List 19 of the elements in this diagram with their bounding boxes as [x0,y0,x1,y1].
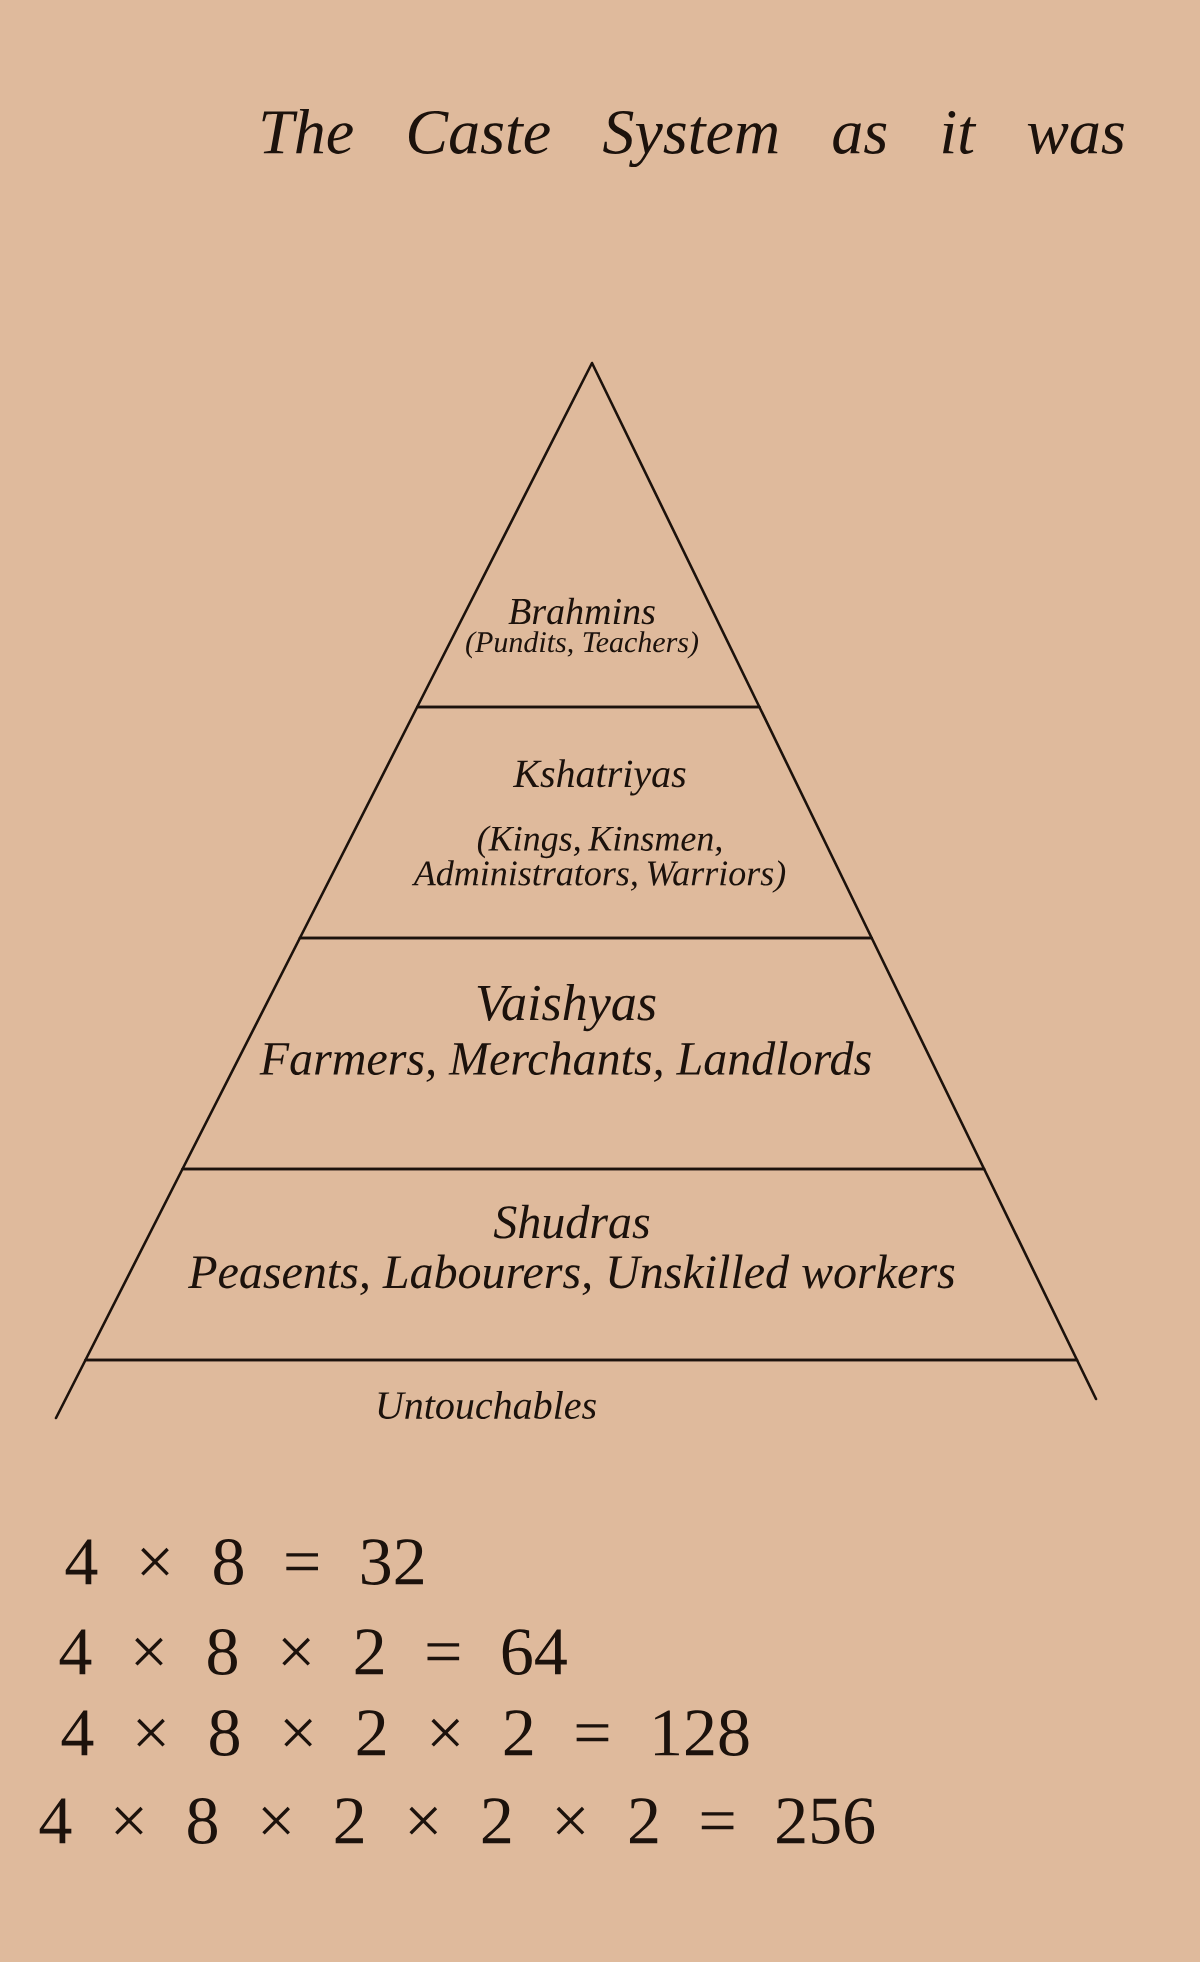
caste-name: Untouchables [378,1390,596,1420]
occupations-text: Farmers, Merchants, Landlords [259,1041,871,1082]
occupations-text: (Pundits, Teachers) [466,631,699,659]
pyramid-band [54,1358,1098,1420]
pyramid-band [181,936,986,1171]
caste-name: Shudras [493,1204,650,1239]
pyramid-band [298,705,873,940]
caste-name: Vaishyas [477,984,656,1032]
occupations-text: (Kings, Kinsmen, Administrators, Warriors) [411,825,786,893]
caste-name: Kshatriyas [512,759,686,796]
pyramid-band [415,361,761,709]
pyramid-band [84,1167,1079,1362]
equation: 4 × 8 × 2 × 2 = 128 [61,1710,749,1756]
equation: 4 × 8 × 2 = 64 [59,1629,567,1675]
equation: 4 × 8 = 32 [65,1539,423,1585]
caste-name: Brahmins [508,597,655,625]
occupations-text: Peasents, Labourers, Unskilled workers [188,1254,955,1296]
equation: 4 × 8 × 2 × 2 × 2 = 256 [39,1798,875,1844]
title: The Caste System as it was [262,108,1124,168]
